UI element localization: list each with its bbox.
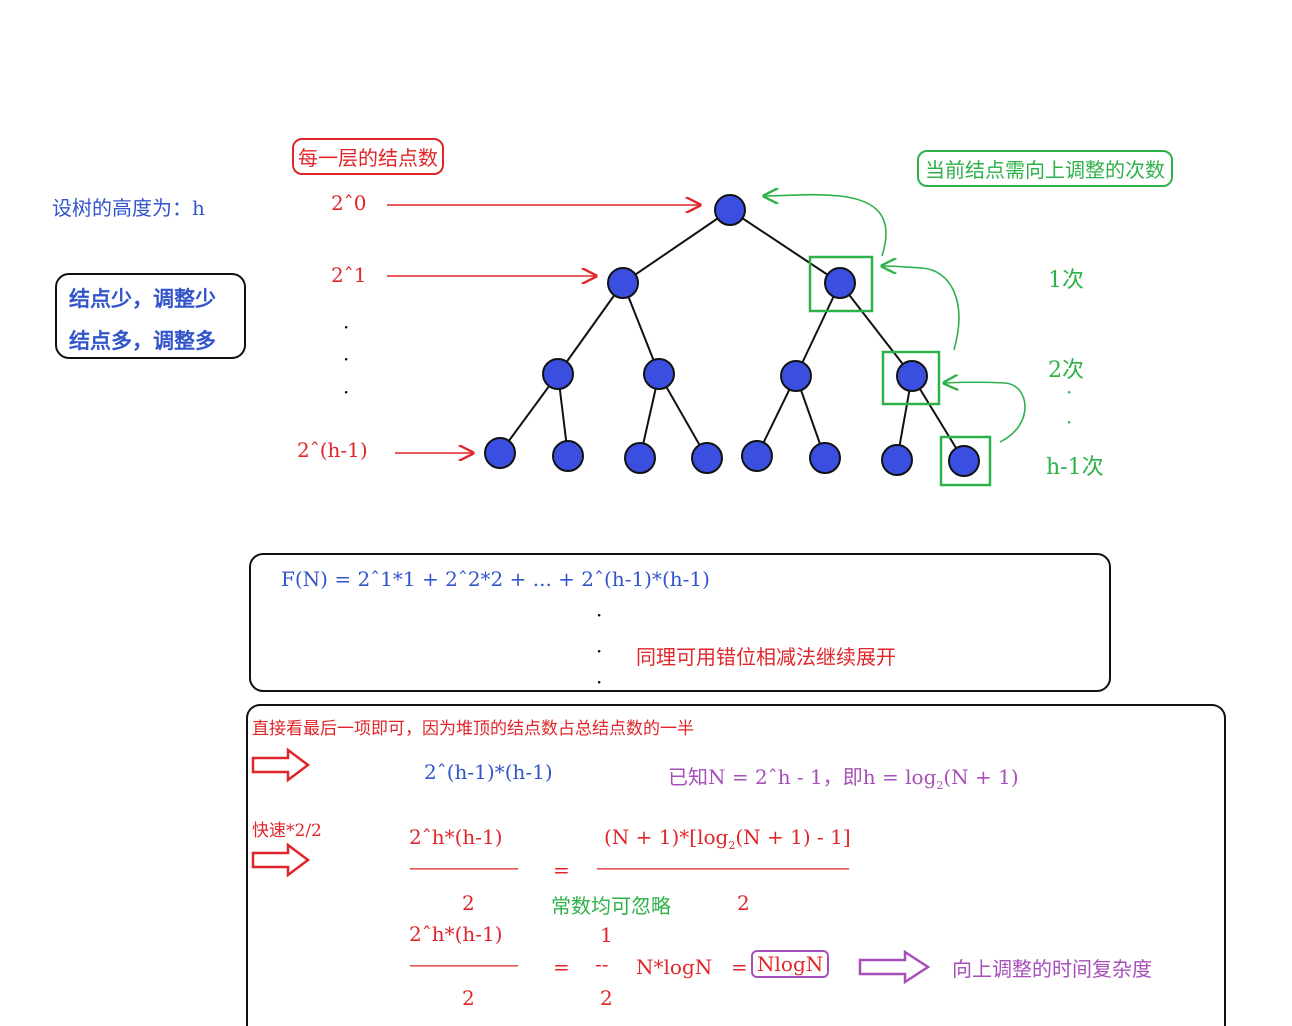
known-relation: 已知N = 2ˆh - 1，即h = log2(N + 1) [668,765,1019,792]
vertical-dots: · [343,380,350,404]
fraction-bar: -- [595,952,609,976]
hint-text: 同理可用错位相减法继续展开 [636,645,896,669]
fraction-bar: —————— [409,952,519,976]
vertical-dots: · [596,670,603,694]
tree-height-label: 设树的高度为：h [52,196,205,220]
fn-formula: F(N) = 2ˆ1*1 + 2ˆ2*2 + ... + 2ˆ(h-1)*(h-… [281,567,710,591]
times-label: 2次 [1048,358,1084,383]
adjust-times-label: 当前结点需向上调整的次数 [917,150,1173,187]
outline-arrow-icon [858,949,931,985]
fraction-bar: —————— [409,855,519,879]
tree-edges [499,209,965,462]
tree-node-leaf [552,440,584,472]
tree-node [607,267,639,299]
derivation-intro: 直接看最后一项即可，因为堆顶的结点数占总结点数的一半 [252,719,694,739]
tree-node-root [714,194,746,226]
tree-node-leaf [624,442,656,474]
numerator: 1 [600,923,613,947]
level-label: 2ˆ1 [331,263,367,287]
fraction-bar: —————————————— [596,855,850,879]
denominator: 2 [462,986,475,1010]
tree-node-leaf [809,442,841,474]
level-label: 2ˆ(h-1) [297,438,368,462]
numerator: 2ˆh*(h-1) [409,922,503,946]
equals-sign: = [553,955,570,979]
note-box: 结点少，调整少 结点多，调整多 [55,273,246,359]
per-level-label: 每一层的结点数 [292,138,444,175]
tree-node-leaf [691,442,723,474]
note-line: 结点多，调整多 [69,329,216,353]
equals-sign: = [731,955,748,979]
times-label: h-1次 [1046,455,1104,480]
note-line: 结点少，调整少 [69,287,216,311]
rhs-numerator: (N + 1)*[log2(N + 1) - 1] [604,825,851,852]
tree-node [824,267,856,299]
vertical-dots: · [596,603,603,627]
tree-node-leaf [741,440,773,472]
tree-node [643,358,675,390]
denominator: 2 [462,891,475,915]
highlight-box [939,435,992,487]
denominator: 2 [737,891,750,915]
highlight-box [881,350,941,406]
denominator: 2 [600,986,613,1010]
last-term: 2ˆ(h-1)*(h-1) [424,760,553,784]
constant-note: 常数均可忽略 [551,894,671,918]
tree-node [896,360,928,392]
vertical-dots: · [343,315,350,339]
vertical-dots: · [343,347,350,371]
vertical-dots: · [596,639,603,663]
tree-node [542,358,574,390]
adjust-arrow [764,195,887,257]
equals-sign: = [553,858,570,882]
vertical-dots: · [1066,380,1073,404]
tree-node-leaf [484,437,516,469]
derivation-box [246,704,1226,1026]
vertical-dots: · [1066,410,1073,434]
formula-box: F(N) = 2ˆ1*1 + 2ˆ2*2 + ... + 2ˆ(h-1)*(h-… [249,553,1111,694]
numerator: 2ˆh*(h-1) [409,825,503,849]
tree-node-leaf [948,445,980,477]
nlogn-expression: N*logN [636,955,713,979]
times-label: 1次 [1048,268,1084,293]
highlight-box [808,255,874,313]
adjust-arrow [882,266,960,351]
outline-arrow-icon [251,842,311,878]
conclusion-text: 向上调整的时间复杂度 [952,957,1152,981]
adjust-arrow [944,382,1026,443]
quick-label: 快速*2/2 [252,821,322,841]
nlogn-result: NlogN [751,950,830,978]
outline-arrow-icon [251,747,311,783]
tree-node [780,360,812,392]
tree-node-leaf [881,444,913,476]
level-label: 2ˆ0 [331,191,367,215]
